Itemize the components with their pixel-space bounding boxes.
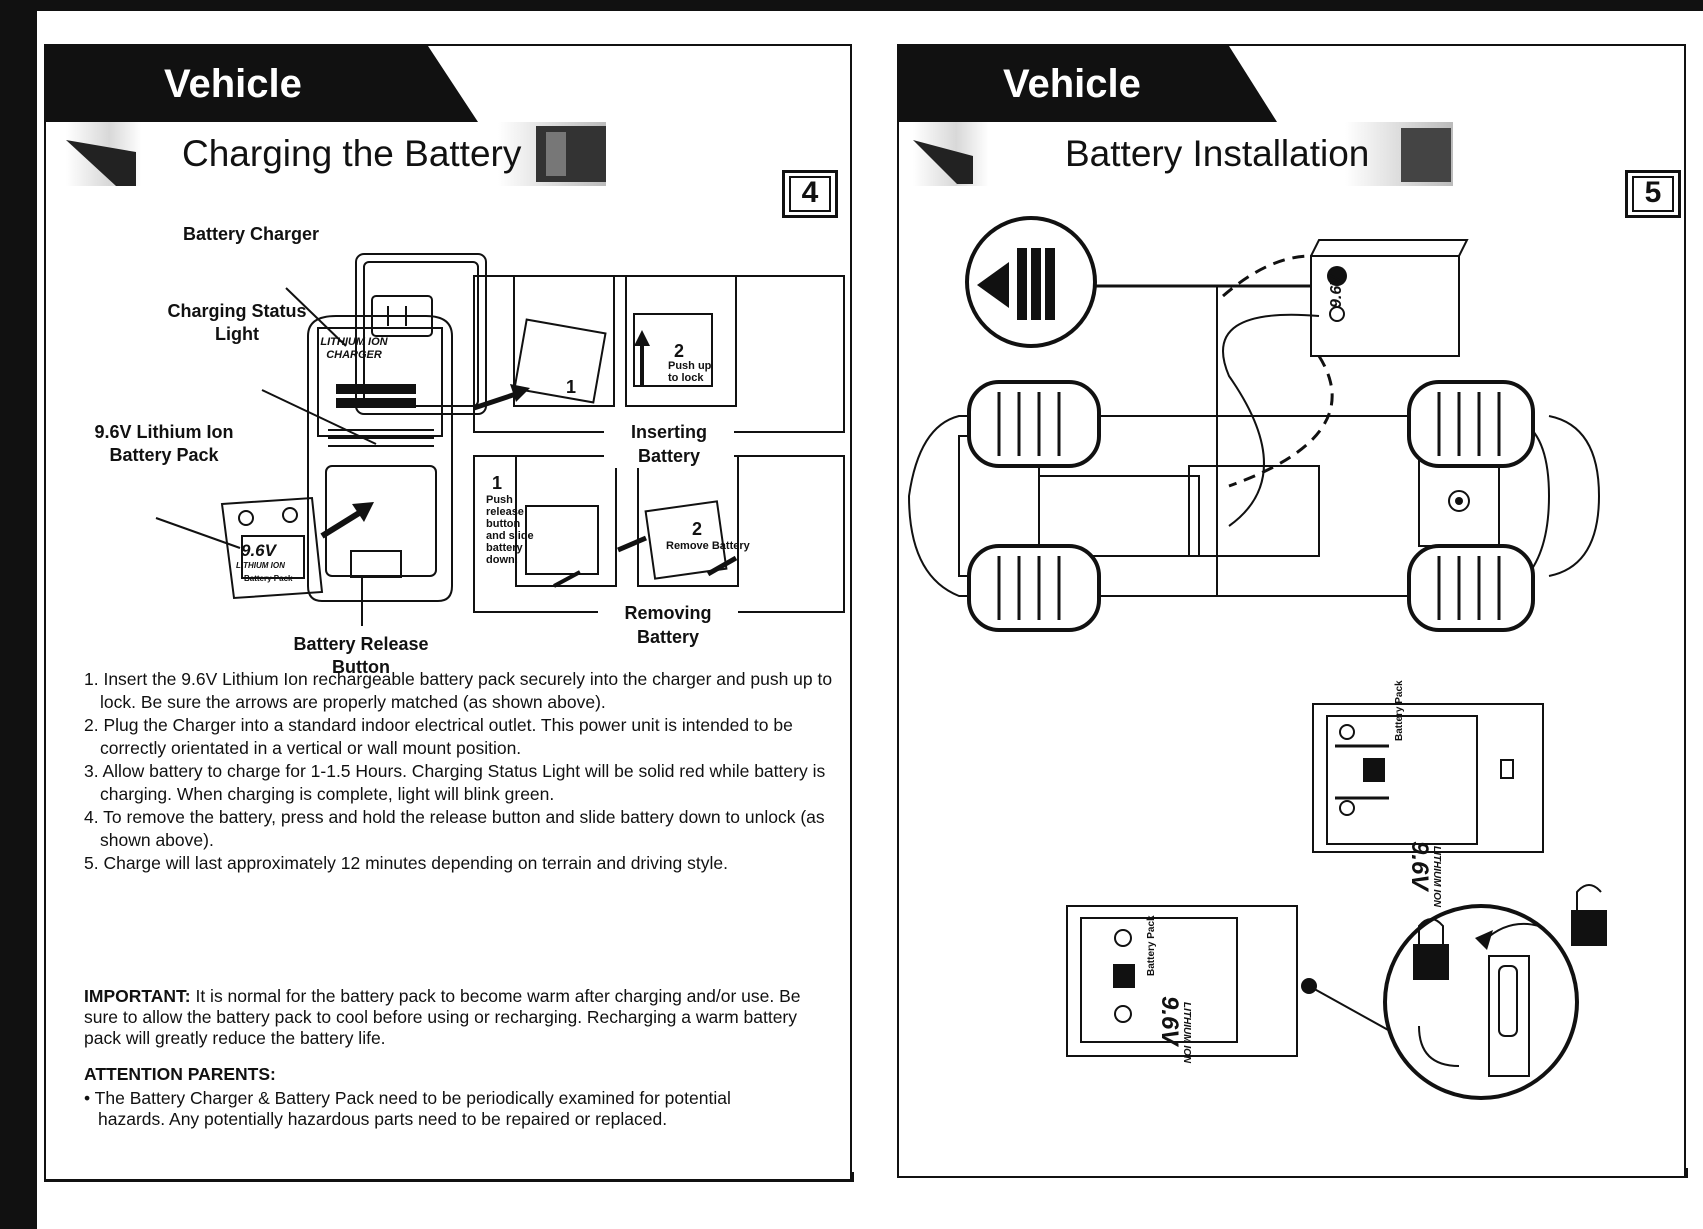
important-text: It is normal for the battery pack to bec… xyxy=(84,986,801,1048)
label-battery-pack-2: Battery Pack xyxy=(109,445,219,465)
label-charging-status-2: Light xyxy=(215,324,259,344)
label-release-button-1: Battery Release xyxy=(293,634,429,654)
label-battery-charger: Battery Charger xyxy=(182,224,320,244)
insert-step-2-text-1: Push up xyxy=(668,360,712,372)
remove-step-1-text-0: Push xyxy=(486,494,513,506)
label-battery-pack-1: 9.6V Lithium Ion xyxy=(94,422,234,442)
section-title: Charging the Battery xyxy=(182,133,522,174)
installation-battery-voltage-1: 9.6V xyxy=(1406,841,1433,891)
banner-slant xyxy=(1197,46,1277,122)
label-charging-status-1: Charging Status xyxy=(167,301,307,321)
removing-battery-caption: Removing Battery xyxy=(598,601,738,649)
step-item: 2. Plug the Charger into a standard indo… xyxy=(84,715,793,758)
banner-slant xyxy=(384,46,478,122)
battery-voltage: 9.6V xyxy=(241,541,276,560)
manual-page-4: Vehicle Charging the Battery 4 xyxy=(44,44,852,1181)
remove-step-2: 2 xyxy=(692,519,703,539)
important-label: IMPORTANT: xyxy=(84,986,191,1006)
remove-step-1-text-5: down. xyxy=(486,554,518,566)
installation-battery-voltage-2: 9.6V xyxy=(1156,996,1183,1046)
page-number: 5 xyxy=(1625,170,1681,218)
installation-battery-pack-1: Battery Pack xyxy=(1394,680,1405,741)
step-item: 3. Allow battery to charge for 1-1.5 Hou… xyxy=(84,761,826,804)
remove-step-2-text: Remove Battery xyxy=(666,540,750,552)
remove-step-1-text-4: battery xyxy=(486,542,523,554)
section-title: Battery Installation xyxy=(1065,133,1370,174)
installation-battery-voltage-top: 9.6V xyxy=(1328,275,1345,308)
charger-brand-1: LITHIUM ION xyxy=(320,336,388,348)
attention-text: • The Battery Charger & Battery Pack nee… xyxy=(84,1088,731,1129)
manual-page-5: Vehicle Battery Installation 5 xyxy=(897,44,1686,1178)
insert-step-2-text-2: to lock xyxy=(668,372,704,384)
scan-top-edge xyxy=(0,0,1703,11)
important-note: IMPORTANT: It is normal for the battery … xyxy=(84,986,814,1049)
installation-battery-type-1: LITHIUM ION xyxy=(1431,846,1442,908)
charger-brand-2: CHARGER xyxy=(326,349,382,361)
vehicle-banner: Vehicle xyxy=(899,46,1199,122)
section-band-texture xyxy=(913,128,1451,184)
insert-step-2: 2 xyxy=(674,341,685,361)
insert-step-1: 1 xyxy=(566,377,577,397)
scan-left-edge xyxy=(0,0,37,1229)
battery-type: LITHIUM ION xyxy=(236,561,285,570)
page-number: 4 xyxy=(782,170,838,218)
attention-heading: ATTENTION PARENTS: xyxy=(84,1064,276,1084)
installation-battery-pack-2: Battery Pack xyxy=(1146,915,1157,976)
section-band-texture xyxy=(66,126,606,186)
remove-step-1-text-3: and slide xyxy=(486,530,534,542)
installation-battery-type-2: LITHIUM ION xyxy=(1181,1002,1192,1064)
battery-pack-text: Battery Pack xyxy=(244,574,293,583)
remove-step-1: 1 xyxy=(492,473,503,493)
step-item: 5. Charge will last approximately 12 min… xyxy=(84,853,728,873)
remove-step-1-text-1: release xyxy=(486,506,524,518)
step-item: 4. To remove the battery, press and hold… xyxy=(84,807,825,850)
section-band xyxy=(66,122,606,186)
step-item: 1. Insert the 9.6V Lithium Ion rechargea… xyxy=(84,669,833,712)
instruction-steps: 1. Insert the 9.6V Lithium Ion rechargea… xyxy=(84,668,844,875)
vehicle-banner: Vehicle xyxy=(46,46,386,122)
label-release-button-2: Button xyxy=(332,657,390,677)
installation-illustration xyxy=(907,216,1607,1100)
inserting-battery-caption: Inserting Battery xyxy=(604,420,734,468)
remove-step-1-text-2: button xyxy=(486,518,521,530)
section-band xyxy=(913,122,1453,186)
